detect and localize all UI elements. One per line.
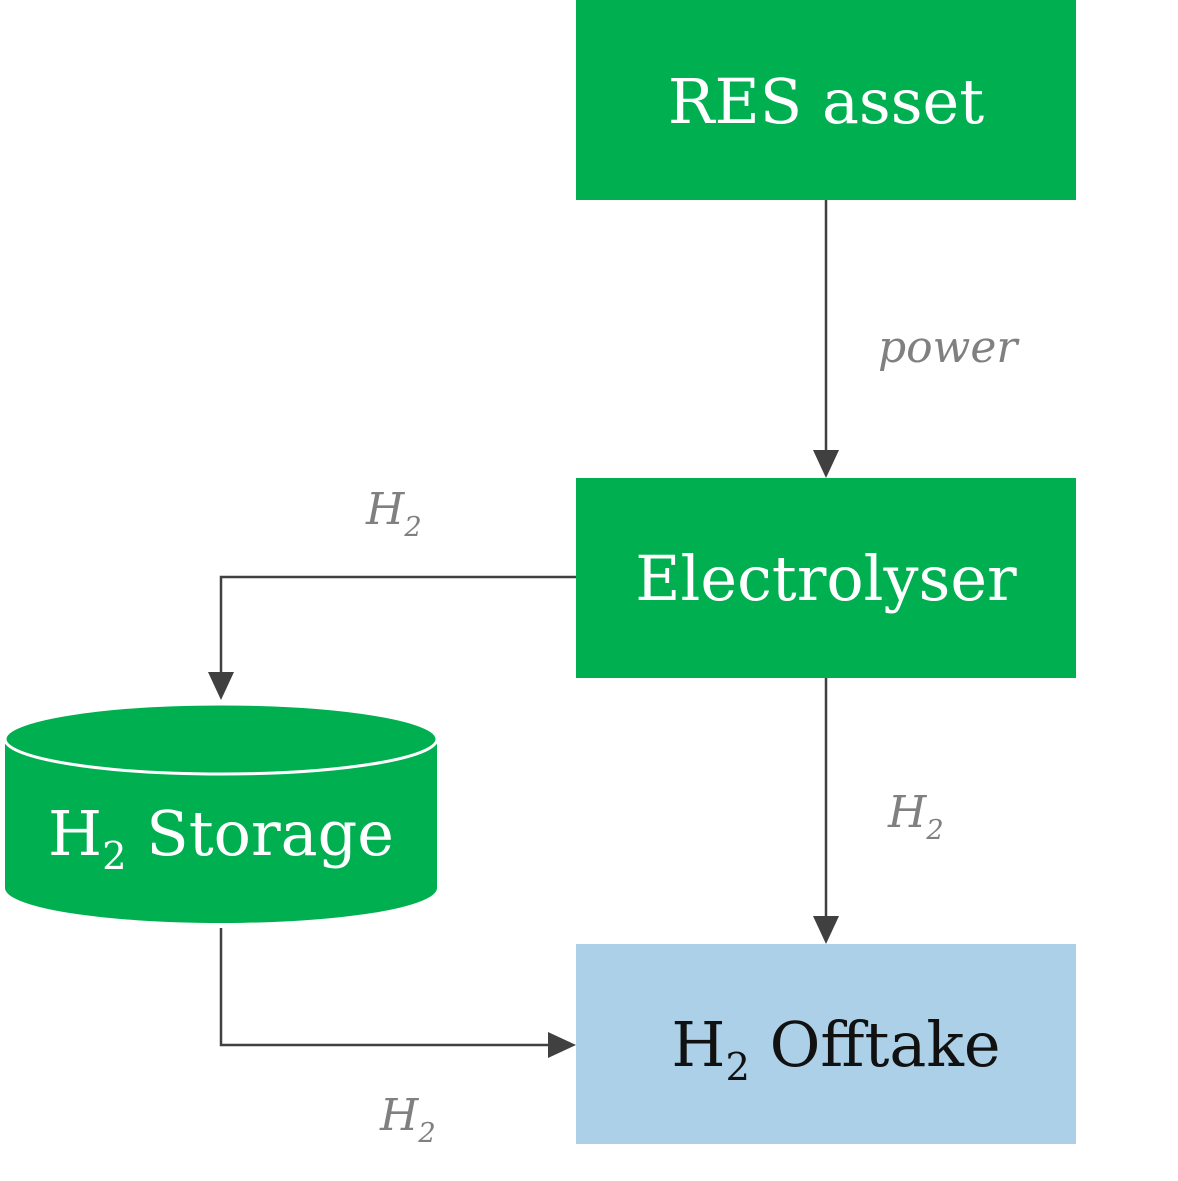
edge-label-electrolyser-to-offtake: H2 [887, 787, 944, 846]
edge-electrolyser-to-offtake [813, 678, 839, 944]
edge-electrolyser-to-storage [208, 575, 576, 700]
edge-label-electrolyser-to-storage: H2 [365, 484, 422, 543]
node-res-asset-label: RES asset [668, 65, 984, 138]
edge-label-storage-to-offtake: H2 [379, 1090, 436, 1149]
node-h2-storage: H2 Storage [3, 702, 439, 923]
node-res-asset: RES asset [576, 0, 1076, 200]
node-h2-storage-label: H2 Storage [48, 797, 394, 879]
node-h2-offtake: H2 Offtake [576, 944, 1076, 1144]
node-h2-offtake-label: H2 Offtake [671, 1008, 1000, 1090]
edge-storage-to-offtake [219, 928, 576, 1058]
node-electrolyser: Electrolyser [576, 478, 1076, 678]
node-electrolyser-label: Electrolyser [635, 542, 1017, 615]
edge-res-to-electrolyser [813, 200, 839, 478]
edge-label-power: power [878, 322, 1020, 373]
